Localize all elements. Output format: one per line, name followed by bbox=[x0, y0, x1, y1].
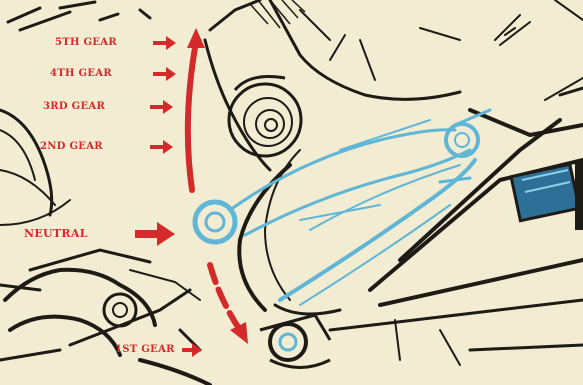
third-gear-label: 3rd GEAR bbox=[43, 101, 105, 113]
second-gear-label: 2nd GEAR bbox=[40, 141, 103, 153]
first-gear-label: 1st GEAR bbox=[115, 344, 175, 356]
fifth-gear-label: 5th GEAR bbox=[55, 37, 117, 49]
fourth-gear-label: 4th GEAR bbox=[50, 68, 112, 80]
neutral-label: NEUTRAL bbox=[24, 228, 88, 240]
